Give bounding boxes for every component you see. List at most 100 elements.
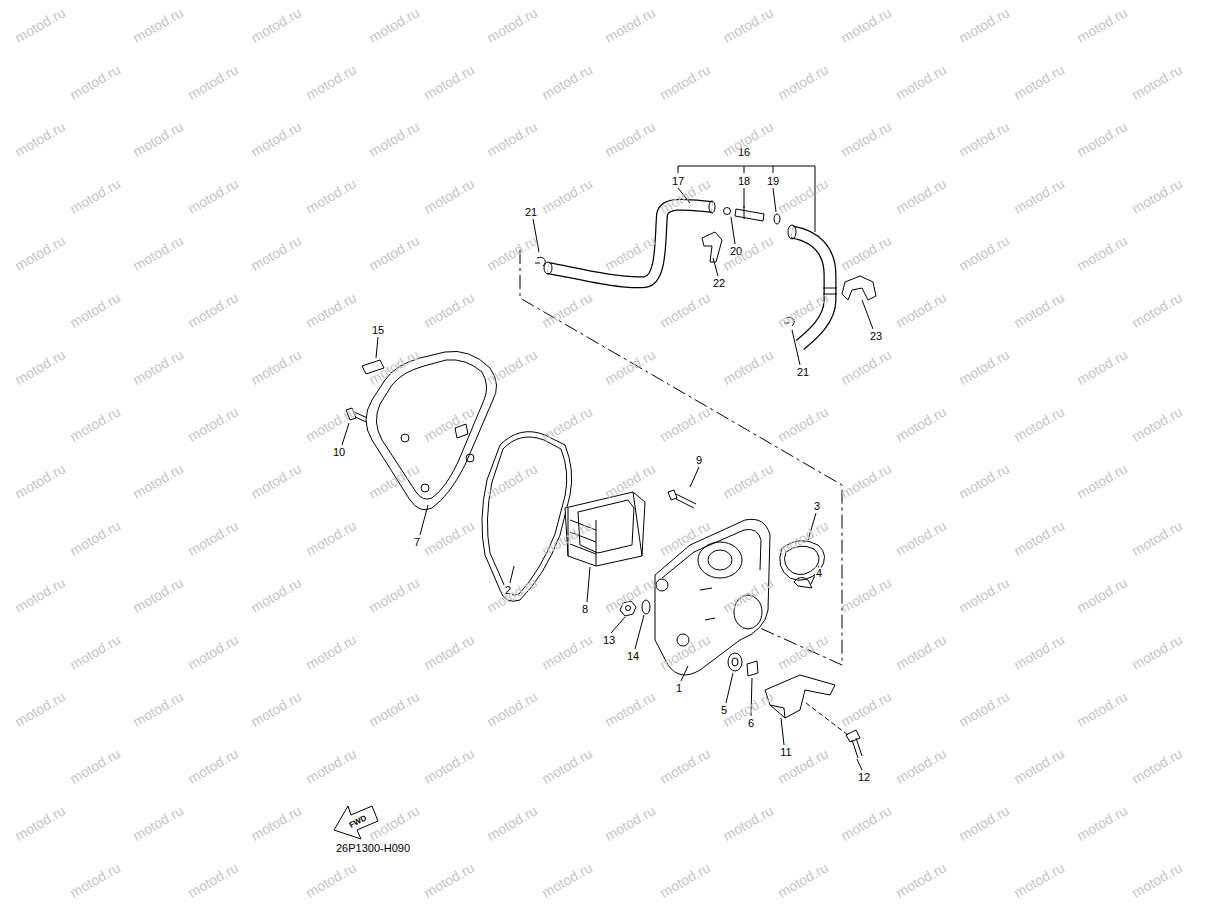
watermark: motod.ru [1075, 119, 1130, 159]
watermark: motod.ru [485, 233, 540, 273]
watermark: motod.ru [540, 290, 595, 330]
watermark: motod.ru [249, 347, 304, 387]
watermark: motod.ru [957, 119, 1012, 159]
breather-hose [788, 225, 837, 345]
callout-number: 18 [737, 176, 751, 187]
watermark: motod.ru [957, 347, 1012, 387]
hose-clip [724, 208, 731, 215]
watermark: motod.ru [131, 575, 186, 615]
watermark: motod.ru [304, 176, 359, 216]
watermark: motod.ru [1012, 632, 1067, 672]
watermark: motod.ru [540, 860, 595, 900]
watermark: motod.ru [304, 632, 359, 672]
watermark: motod.ru [131, 119, 186, 159]
grommet [732, 658, 738, 666]
watermark: motod.ru [603, 689, 658, 729]
watermark: motod.ru [304, 860, 359, 900]
watermark: motod.ru [721, 5, 776, 45]
watermark: motod.ru [13, 689, 68, 729]
watermark: motod.ru [304, 404, 359, 444]
watermark: motod.ru [721, 347, 776, 387]
watermark: motod.ru [839, 347, 894, 387]
watermark: motod.ru [839, 119, 894, 159]
watermark: motod.ru [68, 860, 123, 900]
watermark: motod.ru [249, 575, 304, 615]
watermark: motod.ru [1075, 461, 1130, 501]
watermark: motod.ru [186, 404, 241, 444]
watermark: motod.ru [422, 290, 477, 330]
watermark: motod.ru [658, 404, 713, 444]
watermark: motod.ru [304, 62, 359, 102]
direction-label: FWD [348, 814, 368, 830]
watermark: motod.ru [249, 803, 304, 843]
nut [626, 606, 631, 611]
grommet [728, 653, 742, 671]
diagram-code: 26P1300-H090 [336, 843, 410, 854]
callout-number: 15 [371, 325, 385, 336]
washer [642, 600, 650, 614]
watermark: motod.ru [540, 176, 595, 216]
watermark: motod.ru [776, 404, 831, 444]
watermark: motod.ru [131, 5, 186, 45]
callout-number: 19 [766, 176, 780, 187]
watermark: motod.ru [367, 575, 422, 615]
watermark: motod.ru [1012, 404, 1067, 444]
watermark: motod.ru [131, 461, 186, 501]
watermark: motod.ru [485, 689, 540, 729]
callout-number: 1 [675, 683, 683, 694]
watermark: motod.ru [68, 62, 123, 102]
watermark: motod.ru [1012, 518, 1067, 558]
hose-holder [702, 232, 722, 262]
watermark: motod.ru [603, 233, 658, 273]
watermark: motod.ru [422, 518, 477, 558]
watermark: motod.ru [68, 290, 123, 330]
watermark: motod.ru [13, 461, 68, 501]
callout-number: 21 [796, 367, 810, 378]
watermark: motod.ru [422, 746, 477, 786]
hose-clamp [842, 276, 876, 300]
watermark: motod.ru [603, 803, 658, 843]
watermark: motod.ru [186, 632, 241, 672]
watermark: motod.ru [304, 290, 359, 330]
watermark: motod.ru [839, 5, 894, 45]
watermark: motod.ru [957, 461, 1012, 501]
watermark: motod.ru [367, 5, 422, 45]
watermark: motod.ru [131, 347, 186, 387]
watermark: motod.ru [249, 233, 304, 273]
watermark: motod.ru [367, 803, 422, 843]
watermark: motod.ru [422, 62, 477, 102]
watermark: motod.ru [1075, 575, 1130, 615]
collar [747, 661, 758, 676]
callout-number: 21 [524, 207, 538, 218]
watermark: motod.ru [68, 404, 123, 444]
watermark: motod.ru [957, 803, 1012, 843]
watermark: motod.ru [957, 575, 1012, 615]
watermark: motod.ru [1075, 5, 1130, 45]
watermark: motod.ru [249, 5, 304, 45]
watermark: motod.ru [776, 518, 831, 558]
watermark: motod.ru [1075, 689, 1130, 729]
callout-number: 4 [815, 568, 823, 579]
watermark: motod.ru [894, 860, 949, 900]
watermark: motod.ru [1012, 860, 1067, 900]
watermark: motod.ru [13, 347, 68, 387]
watermark: motod.ru [1012, 62, 1067, 102]
callout-number: 3 [813, 501, 821, 512]
watermark: motod.ru [367, 233, 422, 273]
watermark: motod.ru [68, 632, 123, 672]
callout-number: 23 [869, 331, 883, 342]
watermark: motod.ru [540, 404, 595, 444]
watermark: motod.ru [894, 404, 949, 444]
clip [794, 577, 812, 588]
gasket [487, 437, 566, 595]
watermark: motod.ru [894, 176, 949, 216]
watermark: motod.ru [131, 233, 186, 273]
watermark: motod.ru [540, 632, 595, 672]
watermark: motod.ru [1075, 803, 1130, 843]
bracket [765, 675, 835, 718]
watermark: motod.ru [68, 518, 123, 558]
gasket [482, 432, 572, 602]
breather-hose [544, 201, 715, 282]
screw [668, 490, 696, 508]
